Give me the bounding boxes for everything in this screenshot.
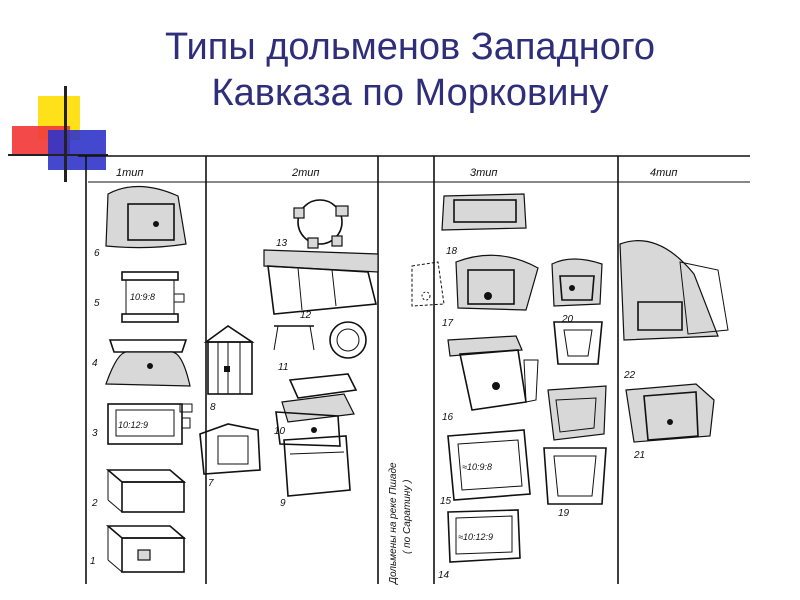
number-7: 7 <box>208 478 214 489</box>
dolmen-3 <box>107 403 193 445</box>
dolmen-2 <box>105 469 187 513</box>
dolmen-types-figure: 1тип 2тип 3тип 4тип 6 10:9:8 5 4 <box>78 154 750 586</box>
number-6: 6 <box>94 248 100 259</box>
number-8: 8 <box>210 402 216 413</box>
dolmen-21 <box>625 383 715 443</box>
side-label: Дольмены на реке Пшаде ( по Саратину ) <box>388 462 413 585</box>
decor-horizontal-line <box>8 154 108 156</box>
number-10: 10 <box>274 426 286 437</box>
number-22: 22 <box>623 370 636 381</box>
number-4: 4 <box>92 358 98 369</box>
dolmen-6 <box>105 185 187 249</box>
number-12: 12 <box>300 310 312 321</box>
dolmen-12 <box>273 321 367 359</box>
number-21: 21 <box>633 450 645 461</box>
decor-blue-square <box>48 130 106 170</box>
dolmen-13-long <box>263 249 379 315</box>
dolmen-15 <box>447 429 531 501</box>
number-15: 15 <box>440 496 452 507</box>
dolmen-22 <box>619 240 729 341</box>
dimension-approx-10-9-8: ≈10:9:8 <box>462 462 492 472</box>
dolmen-13 <box>293 199 349 249</box>
dolmen-14 <box>447 509 521 563</box>
dimension-10-9-8: 10:9:8 <box>130 292 155 302</box>
dimension-10-12-9-type1: 10:12:9 <box>118 420 148 430</box>
dimension-approx-10-12-9: ≈10:12:9 <box>458 532 493 542</box>
dolmen-drawing: 1тип 2тип 3тип 4тип 6 10:9:8 5 4 <box>78 155 750 585</box>
number-17: 17 <box>442 318 454 329</box>
number-5: 5 <box>94 298 100 309</box>
number-9: 9 <box>280 498 286 509</box>
side-label-line-1: Дольмены на реке Пшаде <box>388 462 399 585</box>
header-type-2: 2тип <box>291 167 319 179</box>
dolmen-16 <box>447 335 539 411</box>
dolmen-4 <box>105 339 191 387</box>
page-title: Типы дольменов Западного Кавказа по Морк… <box>60 24 760 116</box>
number-18: 18 <box>446 246 458 257</box>
dolmen-11 <box>281 373 358 423</box>
header-type-3: 3тип <box>470 167 497 179</box>
number-13: 13 <box>276 238 288 249</box>
dolmen-9 <box>283 435 351 497</box>
number-2: 2 <box>91 498 98 509</box>
number-11: 11 <box>278 362 288 373</box>
title-line-1: Типы дольменов Западного <box>164 26 656 68</box>
dolmen-1 <box>105 525 187 573</box>
header-type-4: 4тип <box>650 167 677 179</box>
number-14: 14 <box>438 570 450 581</box>
dolmen-19 <box>543 385 607 505</box>
side-label-line-2: ( по Саратину ) <box>402 480 413 554</box>
number-16: 16 <box>442 412 454 423</box>
dolmen-7 <box>199 423 261 475</box>
number-19: 19 <box>558 508 570 519</box>
dolmen-8 <box>203 325 255 395</box>
title-line-2: Кавказа по Морковину <box>211 72 609 114</box>
dolmen-18 <box>441 193 527 231</box>
header-type-1: 1тип <box>116 167 143 179</box>
number-3: 3 <box>92 428 98 439</box>
decor-vertical-line <box>64 86 67 182</box>
dolmen-20 <box>551 258 603 365</box>
dolmen-17 <box>411 254 539 311</box>
number-20: 20 <box>561 314 574 325</box>
dolmen-10 <box>275 411 341 447</box>
number-1: 1 <box>90 556 96 567</box>
dolmen-5 <box>121 271 185 323</box>
